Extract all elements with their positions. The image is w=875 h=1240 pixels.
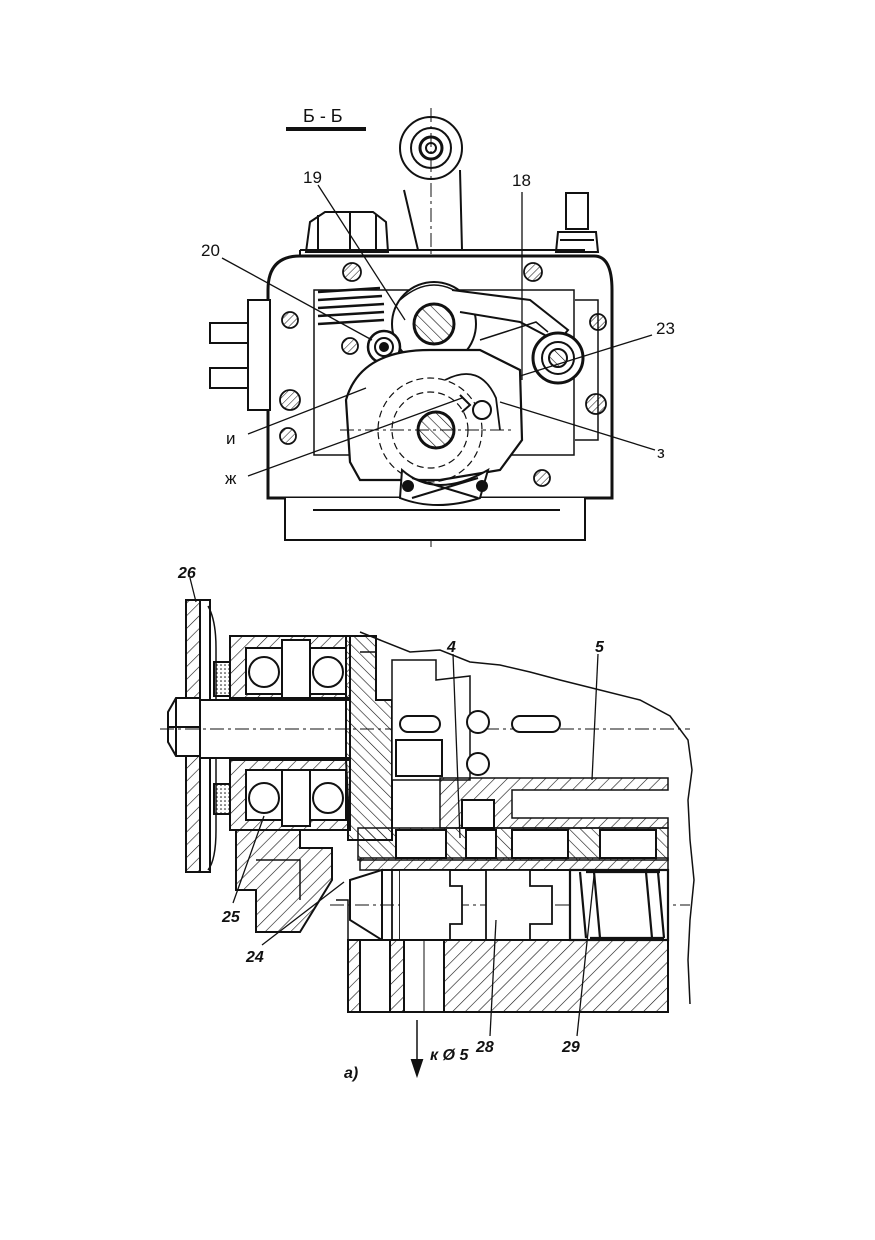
label-28: 28 xyxy=(475,1039,494,1056)
label-i: и xyxy=(226,429,236,448)
bearing-pair xyxy=(229,635,351,831)
label-18: 18 xyxy=(512,171,531,190)
label-arrow-dest: к Ø 5 xyxy=(430,1047,469,1064)
spring-29 xyxy=(568,868,670,942)
label-19: 19 xyxy=(303,168,322,187)
label-zh: ж xyxy=(225,469,237,488)
figure-caption: а) xyxy=(344,1065,358,1082)
label-25: 25 xyxy=(221,909,241,926)
label-4: 4 xyxy=(446,639,456,656)
section-view-top xyxy=(209,108,656,550)
section-title: Б - Б xyxy=(303,106,343,126)
label-24: 24 xyxy=(245,949,264,966)
label-20: 20 xyxy=(201,241,220,260)
label-26: 26 xyxy=(177,565,196,582)
spring-20 xyxy=(317,286,385,326)
section-view-bottom xyxy=(160,577,695,1079)
leader-lines-bottom xyxy=(189,577,599,1037)
leader-lines xyxy=(221,184,656,477)
label-5: 5 xyxy=(595,639,605,656)
bolt-holes xyxy=(279,262,607,487)
label-23: 23 xyxy=(656,319,675,338)
label-29: 29 xyxy=(561,1039,580,1056)
label-z: з xyxy=(657,443,665,462)
